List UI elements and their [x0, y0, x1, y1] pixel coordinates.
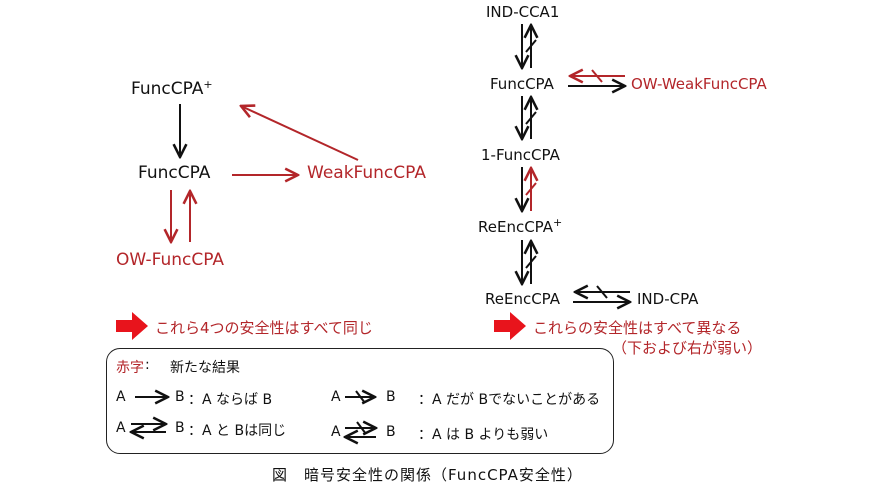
- legend-weaker-symbol: [345, 422, 376, 437]
- legend-red-label: 赤字: [116, 360, 144, 376]
- node-funccpa-right: FuncCPA: [490, 75, 554, 93]
- legend-equivalent-b: B: [175, 420, 185, 436]
- node-funccpa: FuncCPA: [138, 163, 211, 183]
- right-note-line1: これらの安全性はすべて異なる: [533, 319, 742, 337]
- node-reenccpa: ReEncCPA: [485, 290, 561, 308]
- arrow-segment: [525, 182, 537, 196]
- node-ow-weakfunccpa: OW-WeakFuncCPA: [631, 75, 767, 93]
- legend-not-implies-a: A: [331, 389, 341, 405]
- node-label: ReEncCPA: [478, 218, 554, 236]
- arrow-funccpa-1funccpa: [522, 96, 536, 139]
- figure-caption: 図 暗号安全性の関係（FuncCPA安全性）: [272, 466, 583, 484]
- legend-red-meaning: 新たな結果: [170, 360, 240, 376]
- legend-not-implies-symbol: [345, 391, 375, 403]
- node-sup: +: [203, 78, 213, 91]
- arrow-segment: [525, 111, 537, 125]
- node-ind-cca1: IND-CCA1: [486, 3, 560, 21]
- legend-weaker-b: B: [386, 424, 396, 440]
- legend-weaker-meaning: ：A は B よりも弱い: [418, 427, 549, 443]
- arrow-funccpa-owweakfunccpa: [568, 70, 625, 86]
- legend-implies-a: A: [116, 389, 126, 405]
- arrow-segment: [596, 285, 608, 299]
- arrow-segment: [525, 39, 537, 53]
- legend-equivalent-a: A: [116, 420, 126, 436]
- node-sup: +: [553, 216, 563, 229]
- arrow-segment: [591, 69, 603, 83]
- legend-weaker-a: A: [331, 424, 341, 440]
- legend-implies-meaning: ：A ならば B: [188, 392, 273, 408]
- node-label: FuncCPA: [131, 79, 204, 99]
- legend-equivalent-symbol: [131, 424, 166, 432]
- arrow-segment: [525, 255, 537, 269]
- legend-not-implies-meaning: ：A だが Bでないことがある: [418, 392, 601, 408]
- legend-implies-b: B: [175, 389, 185, 405]
- big-red-arrow-left: [116, 312, 148, 340]
- node-1-funccpa: 1-FuncCPA: [481, 146, 560, 164]
- node-weakfunccpa: WeakFuncCPA: [307, 163, 426, 183]
- arrow-segment: [355, 390, 366, 404]
- arrow-1funccpa-reenccpaplus: [522, 167, 536, 211]
- node-reenccpa-plus: ReEncCPA+: [478, 216, 563, 236]
- legend-box: [106, 348, 614, 454]
- arrow-reenccpa-indcpa: [573, 286, 630, 302]
- legend-colon: :: [145, 357, 150, 373]
- left-note: これら4つの安全性はすべて同じ: [155, 319, 373, 337]
- arrow-segment: [356, 421, 367, 435]
- node-ind-cpa: IND-CPA: [637, 290, 699, 308]
- legend-equivalent-meaning: ：A と Bは同じ: [188, 423, 287, 439]
- node-funccpa-plus: FuncCPA+: [131, 78, 213, 99]
- big-red-arrow-right: [494, 312, 526, 340]
- right-note-line2: （下および右が弱い）: [612, 339, 763, 357]
- arrow-reenccpaplus-reenccpa: [522, 240, 536, 284]
- legend-not-implies-b: B: [386, 389, 396, 405]
- arrow-indcca1-funccpa: [522, 24, 536, 68]
- arrow-weakfunccpa-to-funccpaplus: [241, 106, 359, 161]
- node-ow-funccpa: OW-FuncCPA: [116, 250, 225, 270]
